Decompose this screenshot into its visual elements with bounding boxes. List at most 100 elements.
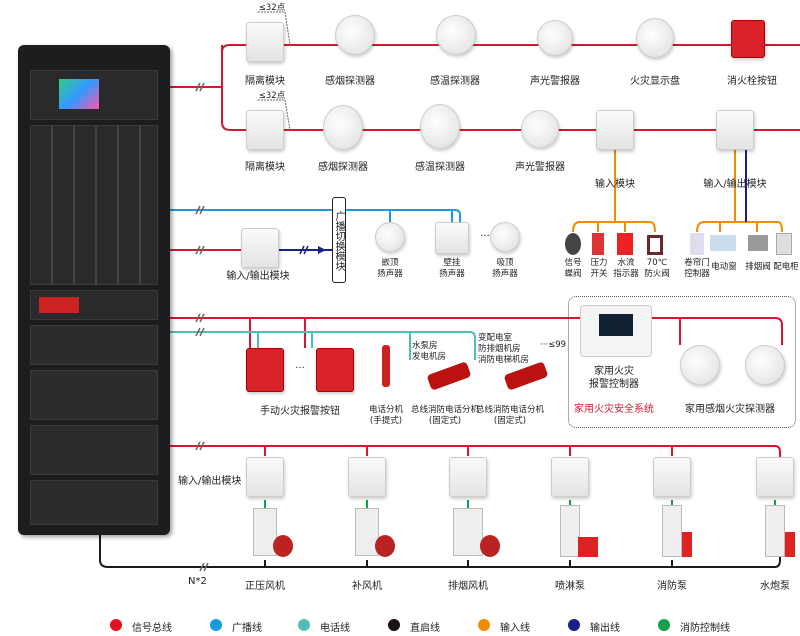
phone-limit: ···≤99 (540, 340, 567, 350)
label: 感温探测器 (430, 76, 480, 87)
label: 电动窗 (711, 262, 737, 272)
label: 声光警报器 (530, 76, 580, 87)
legend-swatch (298, 619, 310, 631)
wall-speaker (435, 222, 469, 254)
control-cabinet (662, 505, 682, 557)
fire-alarm-control-cabinet (18, 45, 170, 535)
label: 卷帘门控制器 (684, 258, 710, 279)
label: 信号蝶阀 (564, 258, 582, 279)
legend-swatch (110, 619, 122, 631)
broadcast-line (170, 209, 461, 222)
manual-alarm-button (246, 348, 284, 392)
home-system-title: 家用火灾安全系统 (574, 404, 654, 415)
legend-swatch (210, 619, 222, 631)
control-cabinet (765, 505, 785, 557)
recessed-speaker (375, 222, 405, 252)
pump-icon (578, 537, 598, 557)
pump-icon (682, 532, 692, 557)
smoke-detector (335, 15, 375, 55)
fan-icon (273, 535, 293, 557)
hydrant-button (731, 20, 765, 58)
label: 感烟探测器 (318, 162, 368, 173)
loop2-limit: ≤32点 (258, 91, 286, 101)
label: 消火栓按钮 (727, 76, 777, 87)
label: 家用感烟火灾探测器 (685, 404, 775, 415)
label: 配电柜 (773, 262, 799, 272)
label: 壁挂扬声器 (439, 258, 465, 279)
fire-damper (647, 235, 663, 255)
rooms-1: 水泵房发电机房 (412, 341, 447, 362)
io-module (241, 228, 279, 268)
fire-display-panel (636, 18, 674, 58)
legend-label: 电话线 (320, 623, 350, 634)
label: 感温探测器 (415, 162, 465, 173)
input-line-2 (696, 150, 783, 233)
label: 排烟阀 (745, 262, 771, 272)
label: 吸顶扬声器 (492, 258, 518, 279)
control-cabinet (453, 508, 483, 556)
label: 感烟探测器 (325, 76, 375, 87)
label: 输入模块 (595, 179, 635, 190)
loop1-limit: ≤32点 (258, 3, 286, 13)
legend-label: 直启线 (410, 623, 440, 634)
io-module (449, 457, 487, 497)
ellipsis: ··· (295, 363, 305, 374)
io-module (653, 457, 691, 497)
electric-window (710, 235, 736, 251)
count-label: N*2 (188, 576, 207, 587)
io-module (756, 457, 794, 497)
label: 输入/输出模块 (703, 179, 767, 190)
label: 压力开关 (590, 258, 608, 279)
label: 输入/输出模块 (226, 271, 290, 282)
label: 水炮泵 (760, 581, 790, 592)
label: 输入/输出模块 (178, 476, 242, 487)
shutter-controller (690, 233, 704, 255)
broadcast-switch-module: 广播切换模块 (332, 197, 346, 283)
legend-swatch (658, 619, 670, 631)
ceiling-speaker (490, 222, 520, 252)
sounder-strobe (521, 110, 559, 148)
io-module (716, 110, 754, 150)
label: 火灾显示盘 (630, 76, 680, 87)
signal-bus-loops (170, 44, 800, 131)
isolation-module (246, 110, 284, 150)
label: 家用火灾报警控制器 (589, 366, 639, 390)
input-module (596, 110, 634, 150)
heat-detector (420, 104, 460, 149)
legend-label: 消防控制线 (680, 623, 730, 634)
control-line (264, 500, 776, 510)
input-line-1 (572, 150, 656, 233)
label: 嵌顶扬声器 (377, 258, 403, 279)
water-flow-indicator (617, 233, 633, 255)
manual-alarm-button (316, 348, 354, 392)
label: 排烟风机 (448, 581, 488, 592)
home-fire-safety-system-box (568, 296, 796, 428)
home-smoke-detector (745, 345, 785, 385)
label: 电话分机(手提式) (368, 405, 404, 426)
legend-label: 广播线 (232, 623, 262, 634)
legend-swatch (478, 619, 490, 631)
io-module (246, 457, 284, 497)
home-alarm-controller (580, 305, 652, 357)
phone-line (170, 331, 476, 360)
legend-label: 信号总线 (132, 623, 172, 634)
direct-start-line (99, 535, 781, 568)
pressure-switch (592, 233, 604, 255)
rooms-2: 变配电室防排烟机房消防电梯机房 (478, 333, 530, 365)
label: 喷淋泵 (555, 581, 585, 592)
legend-label: 输入线 (500, 623, 530, 634)
label: 手动火灾报警按钮 (260, 406, 340, 417)
home-smoke-detector (680, 345, 720, 385)
pump-icon (785, 532, 795, 557)
legend-swatch (568, 619, 580, 631)
label: 补风机 (352, 581, 382, 592)
legend-swatch (388, 619, 400, 631)
fan-icon (375, 535, 395, 557)
label: 隔离模块 (245, 76, 285, 87)
isolation-module (246, 22, 284, 62)
io-module (348, 457, 386, 497)
label: 总线消防电话分机(固定式) (475, 405, 545, 426)
label: 声光警报器 (515, 162, 565, 173)
